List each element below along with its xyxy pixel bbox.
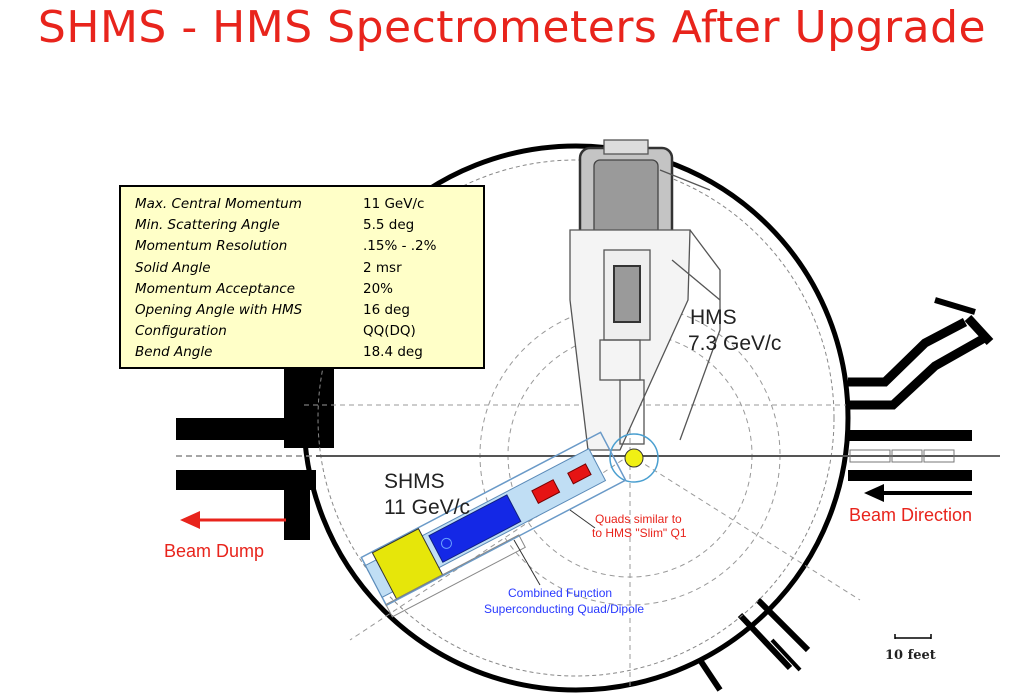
lower-right-stub xyxy=(697,597,811,692)
shms-spectrometer xyxy=(360,431,627,618)
spec-table: Max. Central Momentum 11 GeV/c Min. Scatt… xyxy=(119,185,485,369)
spec-value: 20% xyxy=(363,280,394,297)
right-beam-pipe-lower xyxy=(848,470,972,481)
left-wall-lower xyxy=(284,470,310,540)
spec-value: 11 GeV/c xyxy=(363,196,425,212)
upper-right-tunnel xyxy=(848,297,994,410)
spec-label: Bend Angle xyxy=(135,344,213,361)
spec-row: Solid Angle 2 msr xyxy=(135,258,471,279)
quads-label-line1: Quads similar to xyxy=(595,512,682,526)
spec-row: Configuration QQ(DQ) xyxy=(135,321,471,342)
quads-label-line2: to HMS "Slim" Q1 xyxy=(592,526,687,540)
shms-momentum-label: 11 GeV/c xyxy=(384,496,470,519)
combined-function-label-line1: Combined Function xyxy=(508,586,613,600)
spec-row: Momentum Resolution .15% - .2% xyxy=(135,236,471,257)
beam-dump-arrow xyxy=(180,511,286,529)
leader-lines xyxy=(513,509,596,586)
spec-label: Opening Angle with HMS xyxy=(135,301,303,318)
right-beamline-girders xyxy=(849,449,1000,463)
left-beam-pipe-lower xyxy=(176,470,316,490)
left-beam-pipe-upper xyxy=(176,418,316,440)
spec-label: Max. Central Momentum xyxy=(135,196,302,212)
beam-direction-arrow xyxy=(864,484,972,502)
hms-momentum-label: 7.3 GeV/c xyxy=(688,332,782,355)
beam-dump-label: Beam Dump xyxy=(164,541,265,561)
spec-row: Bend Angle 18.4 deg xyxy=(135,342,471,363)
hms-spectrometer xyxy=(569,139,721,451)
spec-label: Configuration xyxy=(135,323,227,340)
page-title: SHMS - HMS Spectrometers After Upgrade xyxy=(37,2,987,53)
target-circle xyxy=(609,433,659,483)
combined-function-label-line2: Superconducting Quad/Dipole xyxy=(484,602,645,616)
target xyxy=(624,448,644,468)
spec-label: Momentum Acceptance xyxy=(135,280,296,297)
spec-label: Min. Scattering Angle xyxy=(135,217,280,234)
spec-label: Solid Angle xyxy=(135,259,211,276)
scale-bar-label: 10 feet xyxy=(885,648,936,663)
spec-value: 2 msr xyxy=(363,259,402,276)
spec-value: .15% - .2% xyxy=(363,238,437,255)
spec-row: Momentum Acceptance 20% xyxy=(135,279,471,300)
scale-bar xyxy=(894,634,932,639)
beam-direction-label: Beam Direction xyxy=(849,505,973,525)
spec-row: Min. Scattering Angle 5.5 deg xyxy=(135,215,471,236)
hms-name-label: HMS xyxy=(690,306,737,329)
hall-wall xyxy=(301,143,851,693)
spec-row: Opening Angle with HMS 16 deg xyxy=(135,300,471,321)
hall-inner-track xyxy=(317,159,835,677)
spec-value: 18.4 deg xyxy=(363,344,423,361)
spec-value: QQ(DQ) xyxy=(363,323,416,340)
shms-name-label: SHMS xyxy=(384,470,445,493)
spec-value: 16 deg xyxy=(363,301,410,318)
spec-label: Momentum Resolution xyxy=(135,238,288,255)
spec-value: 5.5 deg xyxy=(363,217,415,234)
right-beam-pipe-upper xyxy=(848,430,972,441)
spec-row: Max. Central Momentum 11 GeV/c xyxy=(135,194,471,215)
